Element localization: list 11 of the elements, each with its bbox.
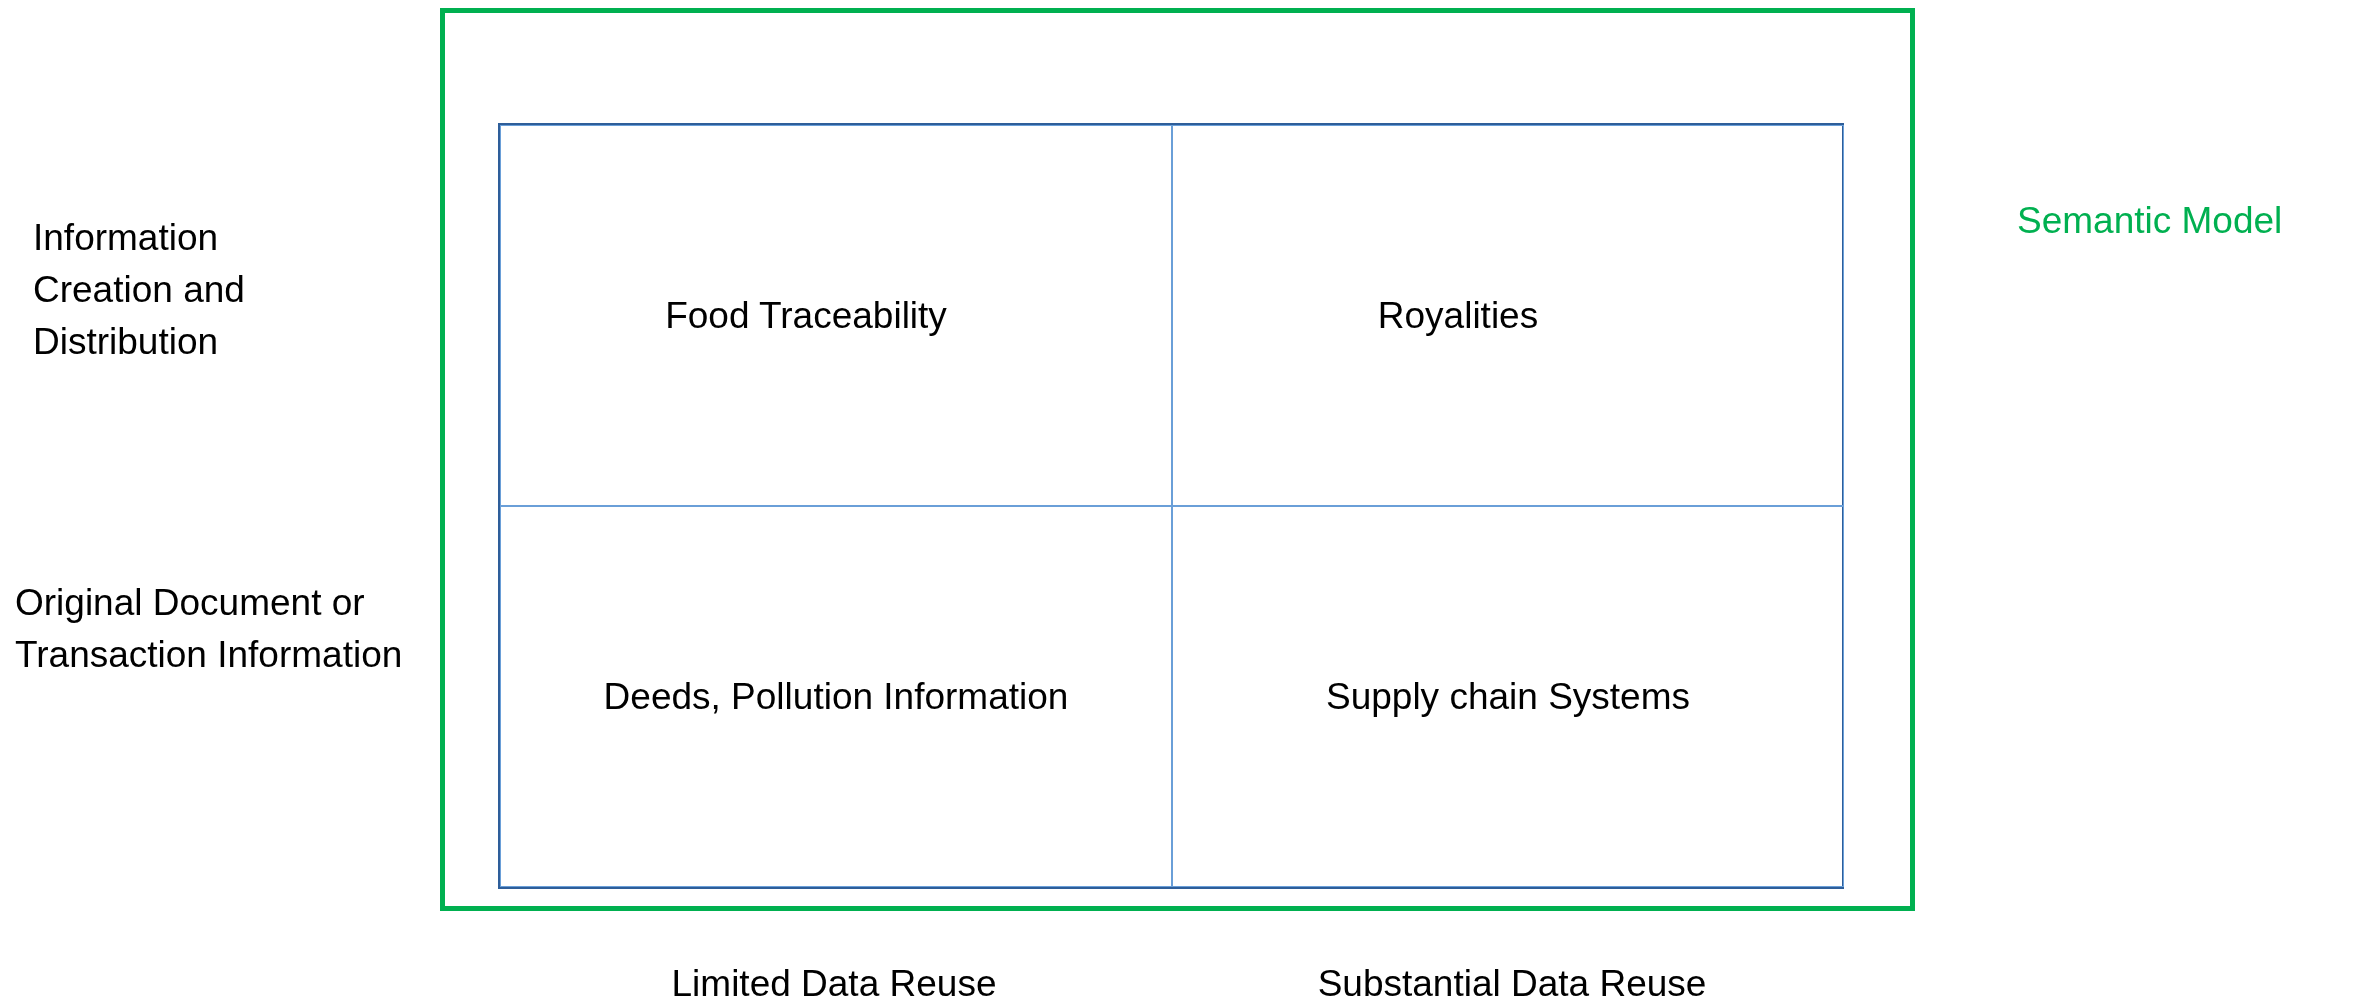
- quadrant-cell: Royalities: [1172, 125, 1844, 506]
- matrix-grid: [498, 123, 1844, 889]
- frame-border: [440, 8, 1915, 911]
- quadrant-cell: Supply chain Systems: [1172, 506, 1844, 887]
- axis-title: Semantic Model: [2017, 199, 2283, 243]
- row-label: Information Creation and Distribution: [33, 216, 246, 364]
- column-label: Substantial Data Reuse: [1316, 962, 1708, 1006]
- quadrant-cell: Food Traceability: [500, 125, 1172, 506]
- row-label: Original Document or Transaction Information: [15, 581, 404, 677]
- column-label: Limited Data Reuse: [670, 962, 998, 1006]
- quadrant-cell: Deeds, Pollution Information: [500, 506, 1172, 887]
